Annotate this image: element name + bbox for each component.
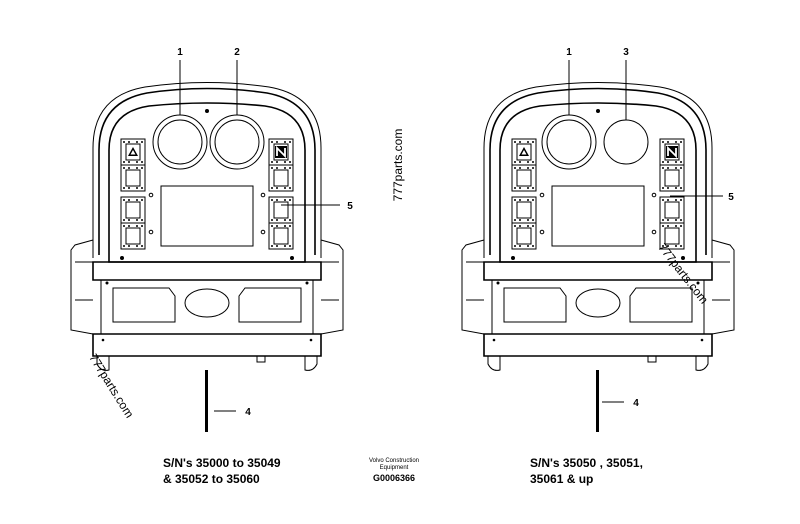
harness-left [205,370,208,432]
caption-right-line2: 35061 & up [530,472,593,486]
center-block-code: G0006366 [373,473,415,483]
callout-5-left: 5 [347,201,353,212]
callout-5-right: 5 [728,192,734,203]
caption-right-line1: S/N's 35050 , 35051, [530,456,643,470]
left-dashboard [71,60,343,432]
callout-3-right: 3 [623,47,629,58]
gauge-1-right [541,114,597,170]
gauge-2-left [209,114,265,170]
gauge-1-left [152,114,208,170]
caption-left-line1: S/N's 35000 to 35049 [163,456,281,470]
callout-1-left: 1 [177,47,183,58]
callout-4-left: 4 [245,407,251,418]
harness-right [596,370,599,432]
caption-left-line2: & 35052 to 35060 [163,472,260,486]
callout-4-right: 4 [633,398,639,409]
watermark-center: 777parts.com [391,129,405,202]
center-block-line1: Volvo Construction [369,458,419,464]
watermark-left: 777parts.com [86,351,136,420]
callout-2-left: 2 [234,47,240,58]
right-dashboard [462,60,734,432]
center-block-line2: Equipment [380,465,409,471]
gauge-3-right [603,119,649,165]
watermark-right: 777parts.com [655,241,711,307]
callout-1-right: 1 [566,47,572,58]
